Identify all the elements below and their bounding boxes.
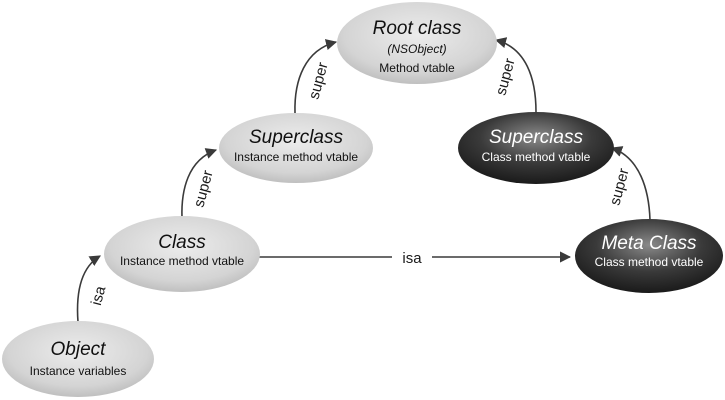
edge-class-to-meta: isa <box>258 250 572 267</box>
edge-label-super-superclass-meta: super <box>493 57 519 98</box>
edge-label-isa-class: isa <box>402 250 422 267</box>
node-superclass-instance-desc: Instance method vtable <box>234 150 358 164</box>
edge-object-to-class: isa <box>76 255 110 323</box>
node-superclass-instance-title: Superclass <box>249 127 343 148</box>
node-superclass-class-title: Superclass <box>489 127 583 148</box>
node-superclass-class-ellipse <box>458 112 614 184</box>
node-superclass-instance: Superclass Instance method vtable <box>219 113 373 183</box>
node-superclass-instance-ellipse <box>219 113 373 183</box>
node-root-ellipse <box>337 2 497 84</box>
arrow-class-superclass <box>181 148 218 219</box>
edge-superclass-to-root: super <box>294 39 338 114</box>
node-root-subtitle: (NSObject) <box>387 42 446 56</box>
node-object-desc: Instance variables <box>30 364 127 378</box>
edge-label-super-superclass: super <box>306 61 332 102</box>
node-meta-class-ellipse <box>575 219 723 293</box>
edge-label-isa-object: isa <box>88 284 110 308</box>
edge-label-super-class: super <box>191 169 217 210</box>
arrow-object-class <box>76 255 101 323</box>
node-class: Class Instance method vtable <box>104 216 260 292</box>
arrow-meta-superclass <box>610 146 651 221</box>
node-meta-class: Meta Class Class method vtable <box>575 219 723 293</box>
node-class-desc: Instance method vtable <box>120 254 244 268</box>
node-superclass-class-desc: Class method vtable <box>482 150 591 164</box>
node-object: Object Instance variables <box>2 321 154 397</box>
node-class-ellipse <box>104 216 260 292</box>
node-superclass-class: Superclass Class method vtable <box>458 112 614 184</box>
edge-label-super-meta: super <box>607 167 633 208</box>
node-meta-class-title: Meta Class <box>601 233 697 254</box>
edge-superclass-meta-to-root: super <box>493 37 537 113</box>
node-meta-class-desc: Class method vtable <box>595 255 704 269</box>
node-root-desc: Method vtable <box>379 61 455 75</box>
node-class-title: Class <box>158 232 206 253</box>
node-object-ellipse <box>2 321 154 397</box>
edge-meta-to-superclass: super <box>607 146 651 221</box>
node-root-title: Root class <box>373 18 462 39</box>
arrow-superclass-root <box>294 39 338 114</box>
node-root-class: Root class (NSObject) Method vtable <box>337 2 497 84</box>
node-object-title: Object <box>51 339 107 360</box>
edge-class-to-superclass: super <box>181 148 218 219</box>
arrow-superclass-meta-root <box>494 37 537 113</box>
